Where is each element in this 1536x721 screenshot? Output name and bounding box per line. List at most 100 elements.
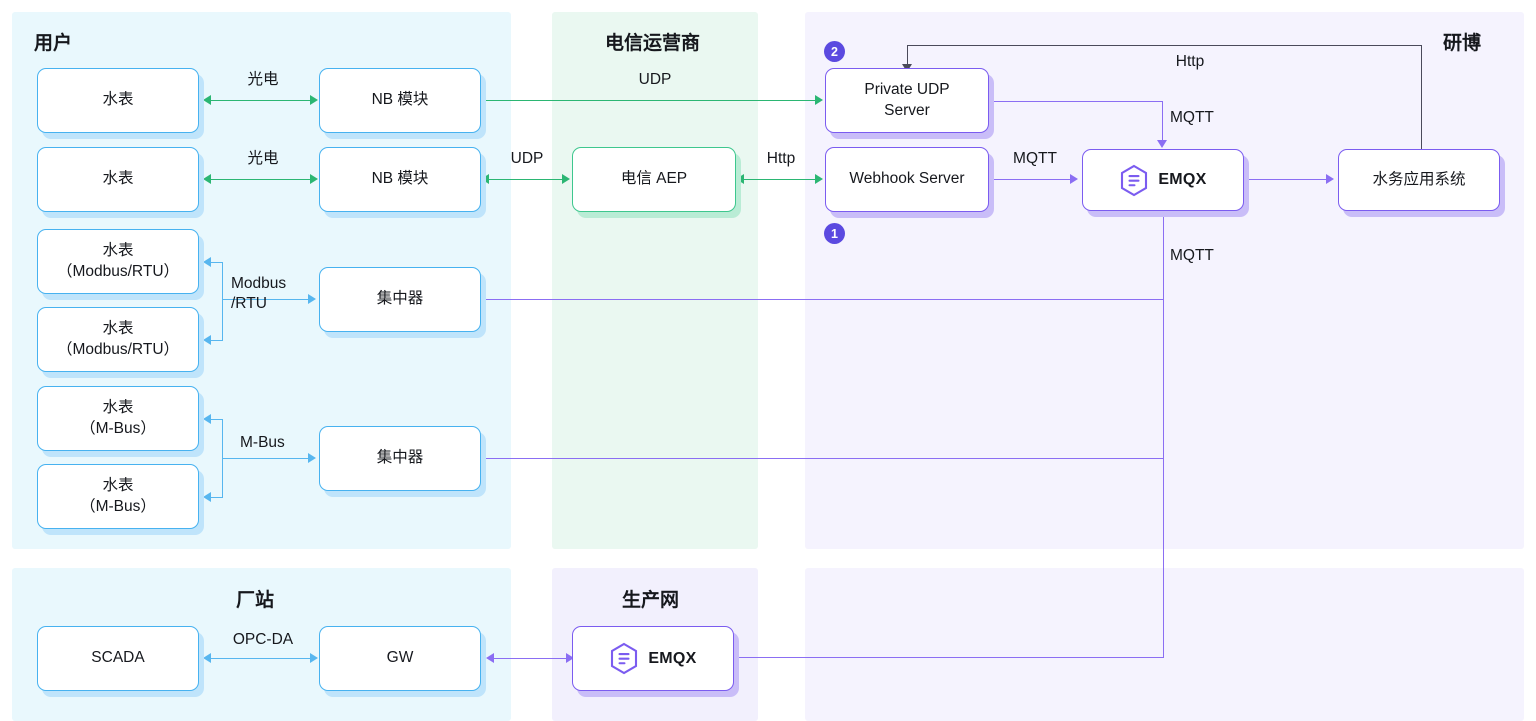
region-title-production: 生产网 xyxy=(622,590,680,611)
node-label: SCADA xyxy=(91,649,145,667)
node-concentrator-1[interactable]: 集中器 xyxy=(319,267,481,332)
arrowhead-optical-2-right xyxy=(310,174,318,184)
arrowhead-opc-da-right xyxy=(310,653,318,663)
node-label: 水表 （M-Bus） xyxy=(80,476,156,515)
arrowhead-modbus-bot xyxy=(203,335,211,345)
node-label: 水表 （Modbus/RTU） xyxy=(56,319,180,358)
node-label: EMQX xyxy=(648,649,697,667)
edge-label-udp-nb1: UDP xyxy=(638,71,672,88)
node-meter-mbus-2[interactable]: 水表 （M-Bus） xyxy=(37,464,199,529)
arrowhead-mbus-concentrator xyxy=(308,453,316,463)
edge-modbus-bracket-vert xyxy=(222,262,223,340)
edge-label-http-return: Http xyxy=(1175,53,1205,70)
edge-production-emqx-vert xyxy=(1163,458,1164,658)
edge-label-mbus: M-Bus xyxy=(240,434,285,451)
arrowhead-udp-nb2-right xyxy=(562,174,570,184)
node-label: 水表 xyxy=(102,170,134,188)
region-title-yanbo: 研博 xyxy=(1443,33,1482,54)
edge-label-optical-2: 光电 xyxy=(247,150,279,167)
node-label: Private UDP Server xyxy=(864,80,950,119)
arrowhead-udp-nb2-left xyxy=(481,174,489,184)
node-webhook-server[interactable]: Webhook Server xyxy=(825,147,989,212)
region-title-plant: 厂站 xyxy=(236,590,275,611)
node-meter-modbus-1[interactable]: 水表 （Modbus/RTU） xyxy=(37,229,199,294)
arrowhead-http-aep-right xyxy=(815,174,823,184)
arrowhead-optical-2-left xyxy=(203,174,211,184)
arrowhead-modbus-top xyxy=(203,257,211,267)
arrowhead-http-aep-left xyxy=(736,174,744,184)
edge-http-return-horiz xyxy=(907,45,1422,46)
region-title-telecom: 电信运营商 xyxy=(605,33,701,54)
edge-emqx-to-water-app xyxy=(1248,179,1330,180)
edge-concentrator1-mqtt-horiz xyxy=(482,299,1164,300)
arrowhead-emqx-to-water-app xyxy=(1326,174,1334,184)
edge-label-mqtt-udp: MQTT xyxy=(1170,109,1214,126)
edge-production-emqx-horiz xyxy=(736,657,1164,658)
edge-udp-server-mqtt-vert xyxy=(1162,101,1163,141)
edge-mbus-bracket-top xyxy=(210,419,223,420)
arrowhead-webhook-mqtt xyxy=(1070,174,1078,184)
arrowhead-mbus-top xyxy=(203,414,211,424)
arrowhead-udp-nb1 xyxy=(815,95,823,105)
node-label: EMQX xyxy=(1158,171,1207,189)
edge-label-modbus-rtu: Modbus /RTU xyxy=(231,275,287,313)
node-meter-modbus-2[interactable]: 水表 （Modbus/RTU） xyxy=(37,307,199,372)
node-label: 集中器 xyxy=(376,449,424,467)
node-emqx-production[interactable]: EMQX xyxy=(572,626,734,691)
edge-label-optical-1: 光电 xyxy=(247,71,279,88)
region-telecom xyxy=(552,12,758,549)
node-nb-module-1[interactable]: NB 模块 xyxy=(319,68,481,133)
node-label: 集中器 xyxy=(376,290,424,308)
node-meter-2[interactable]: 水表 xyxy=(37,147,199,212)
edge-udp-nb2 xyxy=(487,179,567,180)
node-water-app[interactable]: 水务应用系统 xyxy=(1338,149,1500,211)
edge-opc-da xyxy=(210,658,315,659)
node-meter-mbus-1[interactable]: 水表 （M-Bus） xyxy=(37,386,199,451)
edge-concentrator1-mqtt-vert xyxy=(1163,213,1164,300)
edge-http-return-left-vert xyxy=(907,45,908,65)
edge-label-http-aep: Http xyxy=(766,150,796,167)
node-emqx-main[interactable]: EMQX xyxy=(1082,149,1244,211)
arrowhead-mbus-bot xyxy=(203,492,211,502)
edge-mbus-to-concentrator xyxy=(222,458,312,459)
node-scada[interactable]: SCADA xyxy=(37,626,199,691)
badge-2: 2 xyxy=(824,41,845,62)
edge-concentrator2-mqtt-vert xyxy=(1163,299,1164,459)
node-private-udp-server[interactable]: Private UDP Server xyxy=(825,68,989,133)
arrowhead-udp-server-into-emqx xyxy=(1157,140,1167,148)
edge-optical-1 xyxy=(210,100,315,101)
node-gw[interactable]: GW xyxy=(319,626,481,691)
arrowhead-optical-1-left xyxy=(203,95,211,105)
arrowhead-modbus-concentrator xyxy=(308,294,316,304)
edge-modbus-bracket-top xyxy=(210,262,223,263)
edge-label-opc-da: OPC-DA xyxy=(232,631,294,648)
edge-http-return-right-vert xyxy=(1421,45,1422,155)
region-title-user: 用户 xyxy=(34,33,73,54)
node-label: NB 模块 xyxy=(371,91,429,109)
node-telecom-aep[interactable]: 电信 AEP xyxy=(572,147,736,212)
edge-label-udp-nb2: UDP xyxy=(510,150,544,167)
arrowhead-gw-right xyxy=(566,653,574,663)
node-label: 电信 AEP xyxy=(620,170,688,188)
node-concentrator-2[interactable]: 集中器 xyxy=(319,426,481,491)
node-nb-module-2[interactable]: NB 模块 xyxy=(319,147,481,212)
badge-1: 1 xyxy=(824,223,845,244)
node-label: Webhook Server xyxy=(849,170,965,188)
node-label: 水务应用系统 xyxy=(1372,170,1466,188)
edge-label-mqtt-webhook: MQTT xyxy=(1013,150,1057,167)
arrowhead-opc-da-left xyxy=(203,653,211,663)
edge-optical-2 xyxy=(210,179,315,180)
node-label: 水表 （M-Bus） xyxy=(80,398,156,437)
edge-concentrator2-mqtt-horiz xyxy=(482,458,1164,459)
arrowhead-gw-left xyxy=(486,653,494,663)
node-meter-1[interactable]: 水表 xyxy=(37,68,199,133)
edge-udp-server-mqtt-horiz xyxy=(993,101,1163,102)
edge-mbus-bracket-bot xyxy=(210,497,223,498)
emqx-hexagon-icon xyxy=(611,642,638,675)
edge-udp-nb1 xyxy=(486,100,819,101)
node-label: 水表 （Modbus/RTU） xyxy=(56,241,180,280)
edge-modbus-bracket-bot xyxy=(210,340,223,341)
node-label: GW xyxy=(386,649,414,667)
edge-label-mqtt-bottom: MQTT xyxy=(1170,247,1214,264)
